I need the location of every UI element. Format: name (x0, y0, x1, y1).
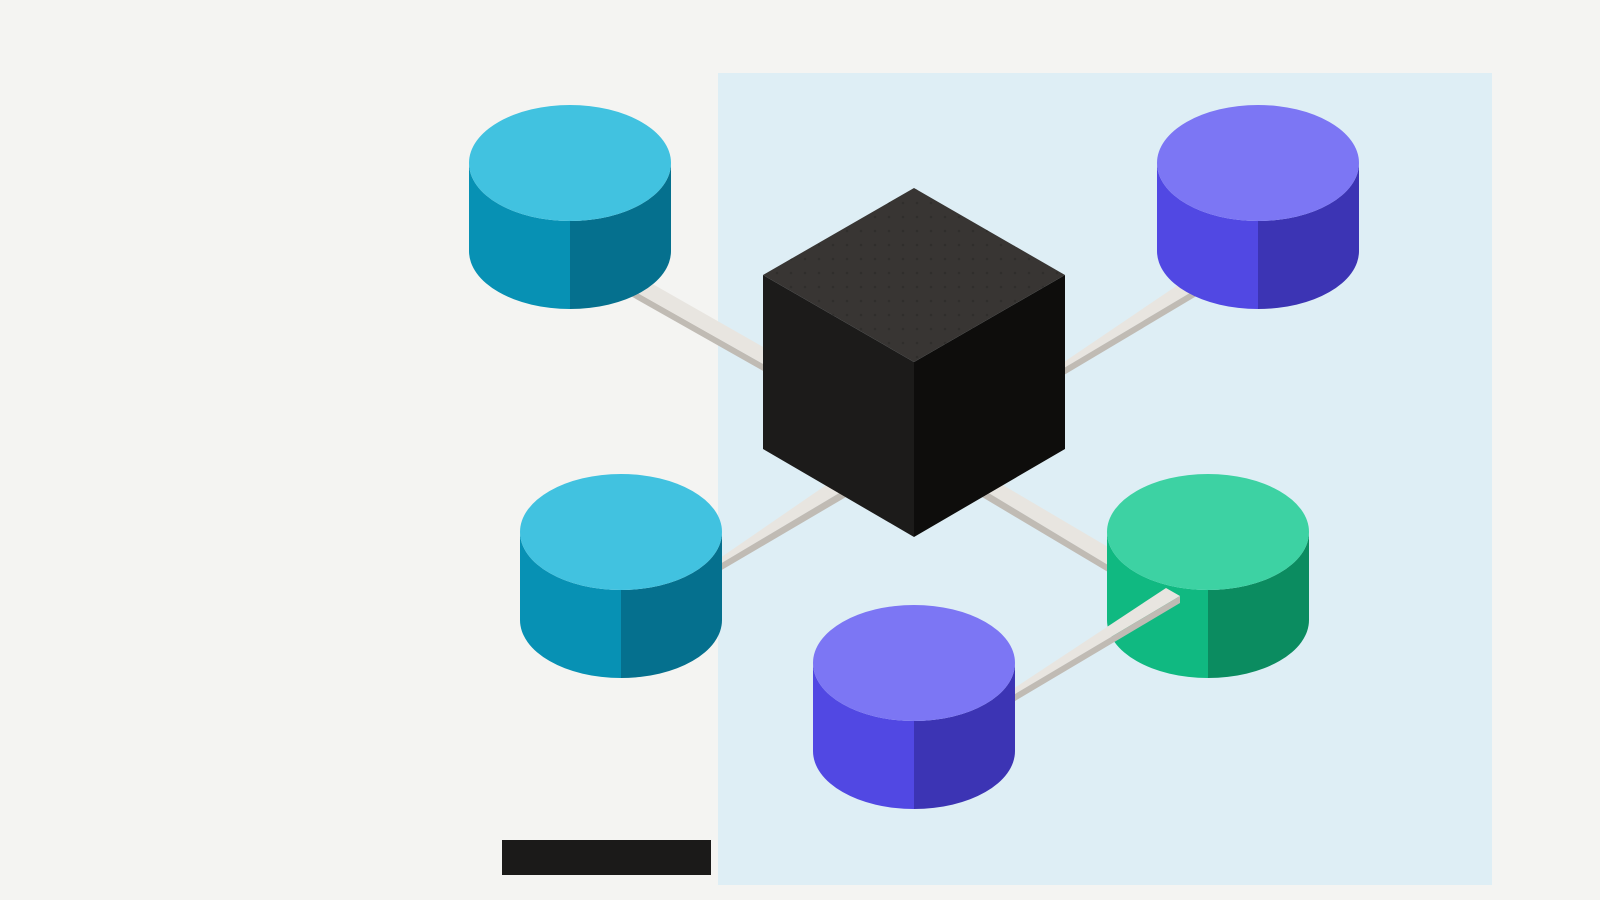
db-bottom-top (813, 605, 1015, 721)
db-top-right-side-left (1157, 163, 1258, 309)
database-node-top-left (469, 105, 671, 309)
database-node-mid-right (1107, 474, 1309, 678)
db-mid-left-top (520, 474, 722, 590)
connector-mid-right-to-bottom (1010, 588, 1180, 704)
db-mid-right-top (1107, 474, 1309, 590)
db-mid-left-side-right (621, 532, 722, 678)
db-top-right-top (1157, 105, 1359, 221)
connector-hub-to-mid-left (720, 481, 846, 571)
db-mid-left-side-left (520, 532, 621, 678)
caption-bar (502, 840, 711, 875)
db-mid-right-side-right (1208, 532, 1309, 678)
central-hub-cube (763, 188, 1065, 537)
connector-hub-to-top-right (1064, 270, 1215, 375)
db-top-left-side-left (469, 163, 570, 309)
database-node-bottom (813, 605, 1015, 809)
db-bottom-side-right (914, 663, 1015, 809)
db-top-right-side-right (1258, 163, 1359, 309)
database-node-mid-left (520, 474, 722, 678)
db-top-left-top (469, 105, 671, 221)
db-bottom-side-left (813, 663, 914, 809)
database-node-top-right (1157, 105, 1359, 309)
db-top-left-side-right (570, 163, 671, 309)
